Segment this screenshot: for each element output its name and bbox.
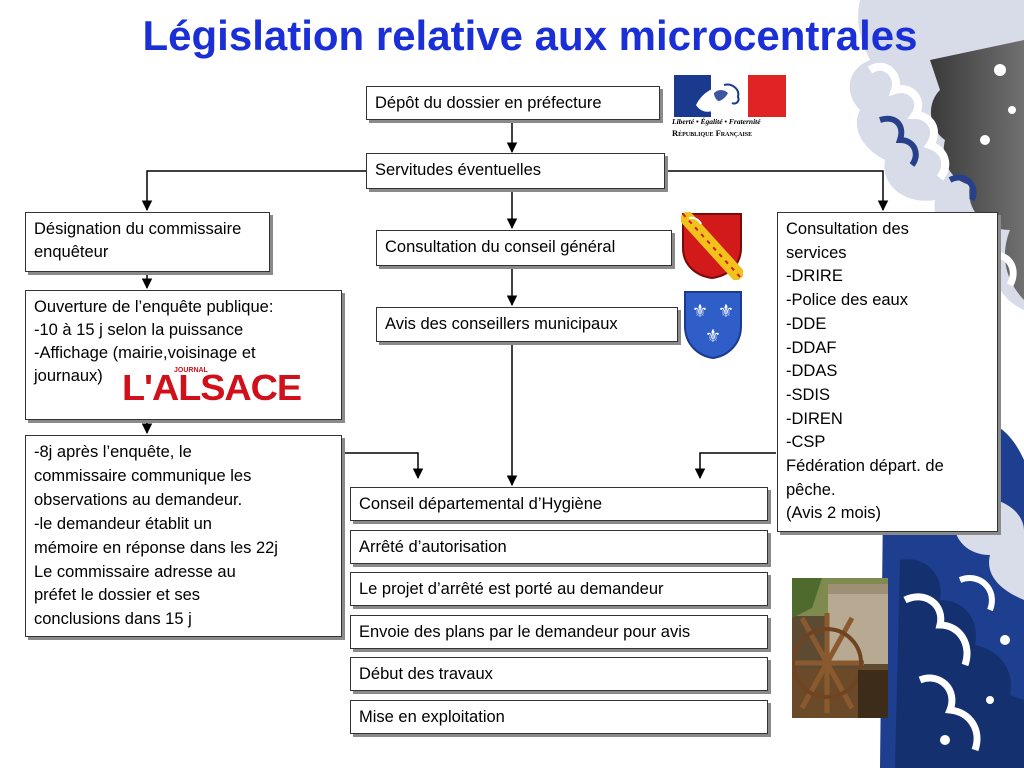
box-line: -Police des eaux <box>786 291 908 310</box>
box-line: Fédération départ. de <box>786 457 944 476</box>
haut-rhin-coat-of-arms-icon <box>681 212 743 280</box>
box-line: Dépôt du dossier en préfecture <box>375 94 602 112</box>
box-line: enquêteur <box>34 243 109 261</box>
arrow-servitudes-to-designation <box>141 170 368 212</box>
box-line: -CSP <box>786 433 826 452</box>
box-debut-travaux: Début des travaux <box>350 657 768 691</box>
box-projet-arrete: Le projet d’arrêté est porté au demandeu… <box>350 572 768 606</box>
box-ouverture-enquete: Ouverture de l’enquête publique: -10 à 1… <box>25 290 342 420</box>
box-line: préfet le dossier et ses <box>34 586 200 605</box>
box-line: -DIREN <box>786 409 843 428</box>
logo-alsace-word: L'ALSACE <box>122 367 302 408</box>
republique-francaise-caption: Liberté • Égalité • Fraternité Républiqu… <box>672 117 788 138</box>
page-title: Législation relative aux microcentrales <box>142 12 918 59</box>
box-line: commissaire communique les <box>34 466 252 485</box>
box-line: Servitudes éventuelles <box>375 161 542 179</box>
box-servitudes: Servitudes éventuelles <box>366 153 665 189</box>
box-designation-commissaire: Désignation du commissaire enquêteur <box>25 212 270 272</box>
arrow-services-to-cdh <box>694 452 776 480</box>
box-huit-jours: -8j après l’enquête, le commissaire comm… <box>25 435 342 637</box>
water-mill-photo <box>792 578 888 718</box>
box-line: observations au demandeur. <box>34 490 243 509</box>
box-line: Avis des conseillers municipaux <box>385 315 618 333</box>
box-envoie-plans: Envoie des plans par le demandeur pour a… <box>350 615 768 649</box>
fleur-de-lis-coat-of-arms-icon: ⚜ ⚜ ⚜ <box>684 291 742 360</box>
box-line: Conseil départemental d’Hygiène <box>359 495 603 513</box>
box-arrete-autorisation: Arrêté d’autorisation <box>350 530 768 564</box>
box-line: Envoie des plans par le demandeur pour a… <box>359 623 691 641</box>
logo-journal-word: JOURNAL <box>174 367 208 374</box>
box-line: -Affichage (mairie,voisinage et <box>34 344 256 362</box>
logo-motto: Liberté • Égalité • Fraternité <box>672 117 761 126</box>
box-line: services <box>786 243 847 262</box>
svg-text:⚜: ⚜ <box>718 301 734 322</box>
republique-francaise-logo <box>674 75 786 117</box>
box-conseil-general: Consultation du conseil général <box>376 230 672 266</box>
box-line: -DRIRE <box>786 267 843 286</box>
box-line: pêche. <box>786 480 836 499</box>
box-line: Désignation du commissaire <box>34 220 242 238</box>
box-avis-conseillers: Avis des conseillers municipaux <box>376 307 678 342</box>
svg-text:⚜: ⚜ <box>692 301 708 322</box>
svg-text:⚜: ⚜ <box>705 326 721 347</box>
box-line: -DDE <box>786 314 827 333</box>
box-line: -10 à 15 j selon la puissance <box>34 321 244 339</box>
box-line: Arrêté d’autorisation <box>359 538 507 556</box>
box-conseil-hygiene: Conseil départemental d’Hygiène <box>350 487 768 521</box>
box-line: Ouverture de l’enquête publique: <box>34 298 274 316</box>
box-line: Mise en exploitation <box>359 708 505 726</box>
box-line: Consultation des <box>786 220 909 238</box>
box-line: (Avis 2 mois) <box>786 504 882 523</box>
box-line: conclusions dans 15 j <box>34 610 192 629</box>
box-line: Le commissaire adresse au <box>34 562 236 581</box>
arrow-servitudes-to-services <box>665 170 889 212</box>
logo-republic-name: République Française <box>672 128 753 138</box>
box-line: -8j après l’enquête, le <box>34 443 192 461</box>
box-line: -le demandeur établit un <box>34 514 212 533</box>
box-mise-exploitation: Mise en exploitation <box>350 700 768 734</box>
box-depot-dossier: Dépôt du dossier en préfecture <box>366 86 660 120</box>
arrow-huit-jours-to-cdh <box>341 452 424 480</box>
box-line: journaux) <box>34 367 103 385</box>
box-line: -SDIS <box>786 385 831 404</box>
box-consultation-services: Consultation des services -DRIRE -Police… <box>777 212 998 532</box>
box-line: -DDAS <box>786 362 838 381</box>
box-line: Début des travaux <box>359 665 493 683</box>
box-line: Le projet d’arrêté est porté au demandeu… <box>359 580 664 598</box>
box-line: mémoire en réponse dans les 22j <box>34 538 278 557</box>
box-line: Consultation du conseil général <box>385 238 616 256</box>
box-line: -DDAF <box>786 338 837 357</box>
